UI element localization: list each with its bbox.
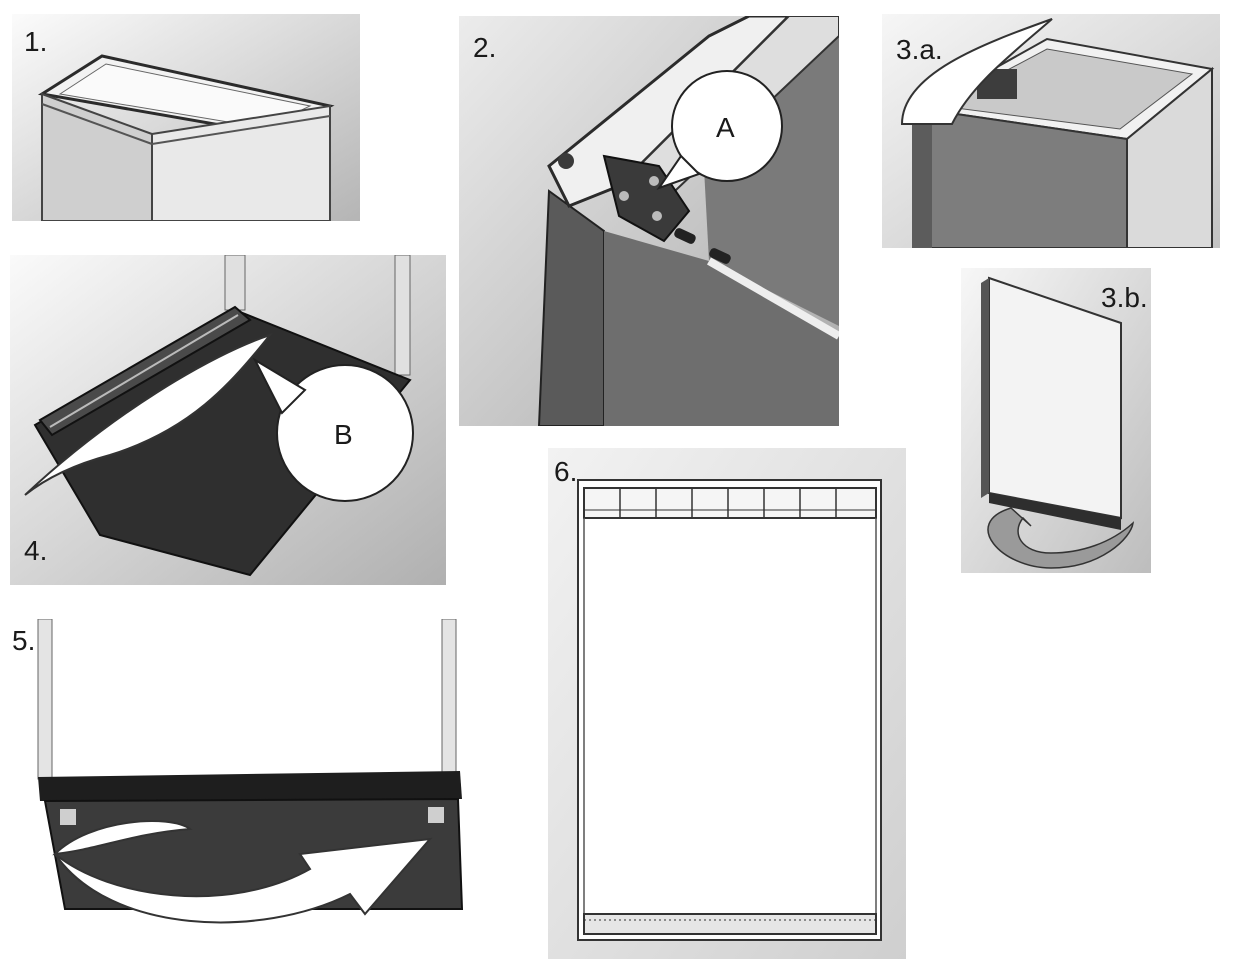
hinge-removal-illustration [882, 14, 1220, 248]
step-6-panel: 6. [548, 448, 906, 959]
door-front-illustration [548, 448, 906, 959]
step-4-label: 4. [24, 535, 48, 566]
callout-a-bubble [671, 70, 783, 182]
bottom-hinge-illustration [10, 255, 446, 585]
step-6-label: 6. [554, 456, 578, 487]
step-2-label: 2. [473, 32, 497, 63]
step-3b-label: 3.b. [1101, 282, 1148, 313]
step-4-panel: 4. B [10, 255, 446, 585]
step-3a-panel: 3.a. [882, 14, 1220, 248]
step-1-panel: 1. [12, 14, 360, 221]
bottom-reinstall-illustration [10, 619, 490, 939]
door-flip-illustration [961, 268, 1151, 573]
step-3a-label: 3.a. [896, 34, 943, 65]
callout-a-label: A [716, 112, 735, 143]
step-5-panel: 5. [10, 619, 490, 939]
hinge-closeup-illustration [459, 16, 839, 426]
step-5-label: 5. [12, 625, 36, 656]
step-1-label: 1. [24, 26, 48, 57]
callout-b-label: B [334, 419, 353, 450]
step-3b-panel: 3.b. [961, 268, 1151, 573]
fridge-top-illustration [12, 14, 360, 221]
step-2-panel: 2. A [459, 16, 839, 426]
callout-b-bubble [276, 364, 414, 502]
